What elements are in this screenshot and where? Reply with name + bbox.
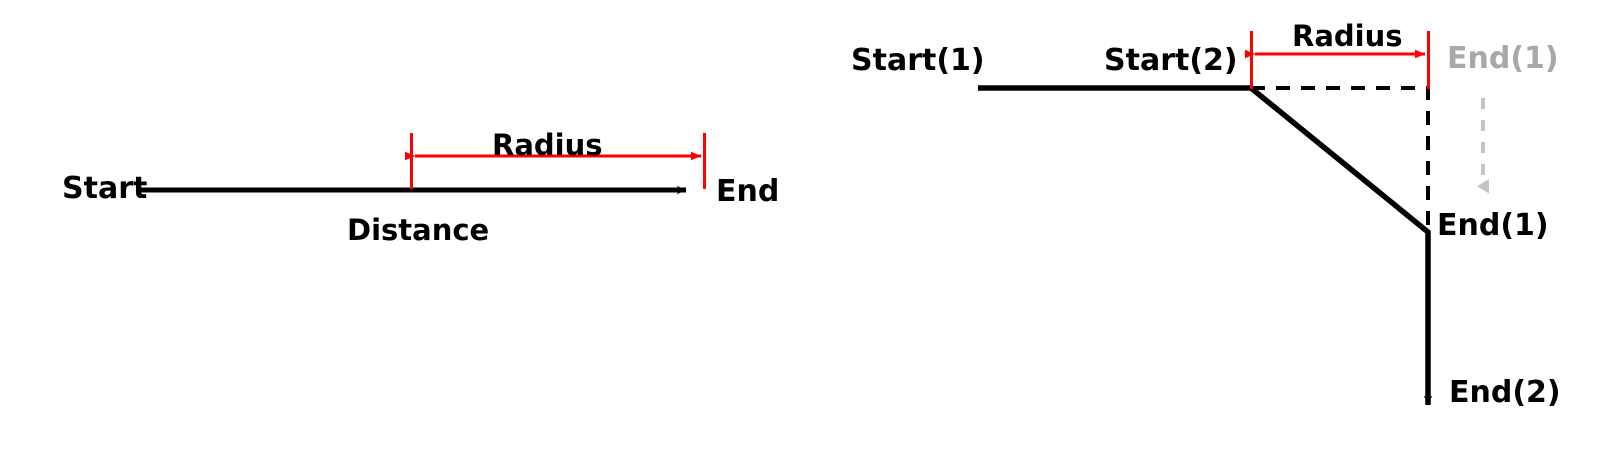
- left-radius-extension-lines: [410, 133, 706, 189]
- right-radius-extension-lines: [1250, 31, 1430, 89]
- label-end: End: [716, 174, 780, 209]
- label-radius-right: Radius: [1292, 19, 1403, 53]
- label-end-2: End(2): [1449, 375, 1561, 410]
- label-start-1: Start(1): [851, 43, 985, 78]
- label-start-2: Start(2): [1104, 43, 1238, 78]
- label-end-1: End(1): [1437, 208, 1549, 243]
- label-radius-left: Radius: [492, 128, 603, 162]
- label-end-1-ghost: End(1): [1447, 41, 1559, 76]
- label-start: Start: [62, 171, 148, 206]
- label-distance: Distance: [347, 213, 490, 247]
- right-path-solid: [978, 85, 1433, 406]
